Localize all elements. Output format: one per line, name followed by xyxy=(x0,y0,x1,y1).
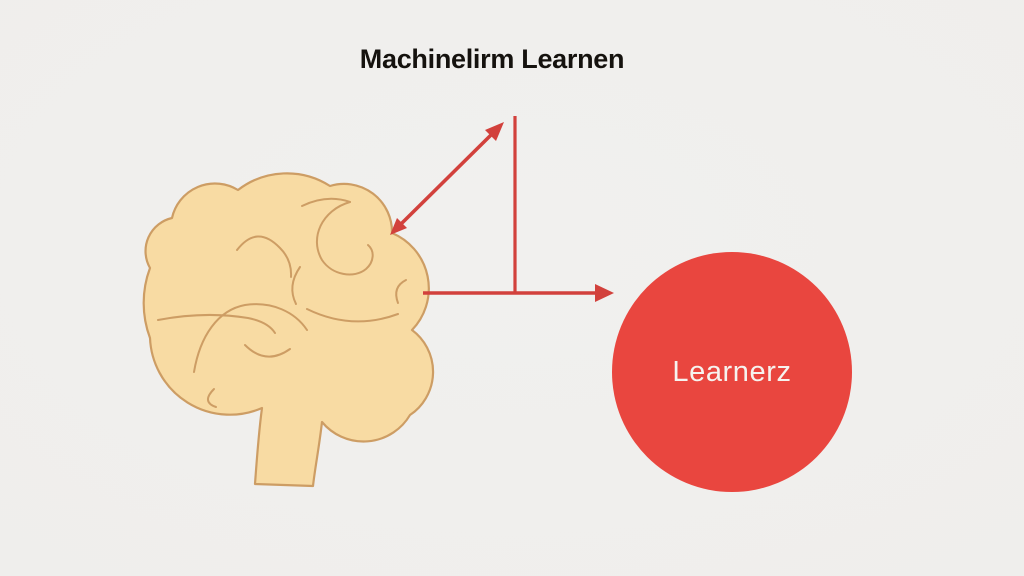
brain-fold-line xyxy=(291,266,301,305)
brain-fold-line xyxy=(244,344,291,358)
connector-arrows xyxy=(390,116,614,302)
arrowhead-right-icon xyxy=(595,284,614,302)
learner-node-label: Learnerz xyxy=(672,355,792,388)
learner-node-label-box: Learnerz xyxy=(612,252,852,492)
brain-fold-line xyxy=(207,388,217,408)
diagonal-double-arrow xyxy=(390,122,504,235)
brain-fold-line xyxy=(306,308,399,323)
brain-fold-line xyxy=(316,201,374,276)
diagram-title: Machinelirm Learnen xyxy=(359,44,625,74)
arrowhead-down-left-icon xyxy=(390,218,407,235)
brain-fold-line xyxy=(236,235,293,278)
brain-fold-line xyxy=(157,313,276,334)
brain-fold-line xyxy=(193,303,308,373)
brain-fold-line xyxy=(395,279,407,304)
brain-fold-line xyxy=(301,197,351,207)
brain-outline xyxy=(142,172,435,488)
brain-illustration xyxy=(142,172,435,488)
horizontal-arrow xyxy=(423,284,614,302)
arrowhead-up-right-icon xyxy=(485,122,504,141)
learner-node-circle xyxy=(612,252,852,492)
